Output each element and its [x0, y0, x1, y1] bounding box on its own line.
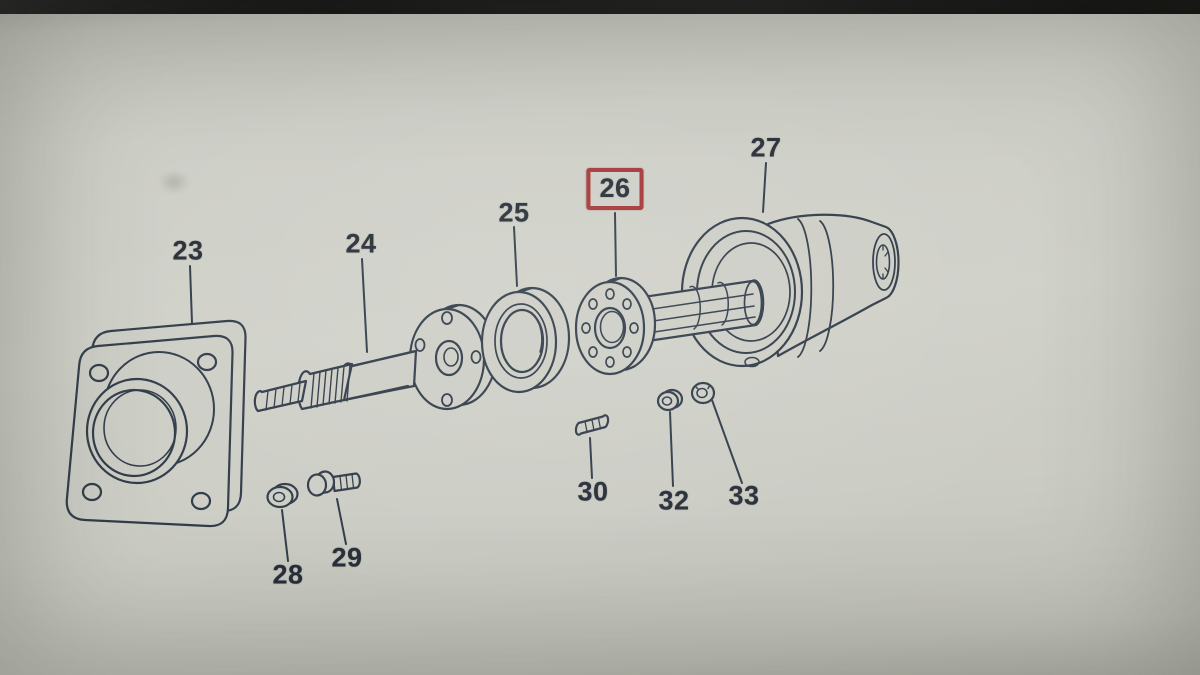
part-30-drawing — [574, 414, 610, 436]
part-25-drawing — [480, 286, 571, 394]
part-label-32[interactable]: 32 — [658, 485, 690, 516]
part-33-drawing — [690, 381, 716, 405]
part-32-drawing — [656, 388, 684, 412]
part-label-26[interactable]: 26 — [599, 173, 631, 203]
part-26-highlight-box[interactable]: 26 — [586, 168, 644, 210]
part-26-drawing — [574, 276, 657, 376]
part-label-24[interactable]: 24 — [345, 228, 377, 259]
part-label-28[interactable]: 28 — [272, 559, 304, 590]
part-23-drawing — [65, 319, 247, 528]
part-29-drawing — [306, 470, 361, 497]
part-label-23[interactable]: 23 — [172, 235, 204, 266]
top-bezel — [0, 0, 1200, 14]
part-label-33[interactable]: 33 — [728, 480, 760, 511]
part-24-drawing — [253, 303, 498, 413]
part-label-27[interactable]: 27 — [750, 132, 782, 163]
leader-lines — [189, 162, 767, 562]
part-label-29[interactable]: 29 — [331, 542, 363, 573]
part-label-25[interactable]: 25 — [498, 197, 530, 228]
pto-spline-shaft-drawing — [621, 279, 765, 345]
part-28-drawing — [266, 482, 299, 509]
part-label-30[interactable]: 30 — [577, 476, 609, 507]
